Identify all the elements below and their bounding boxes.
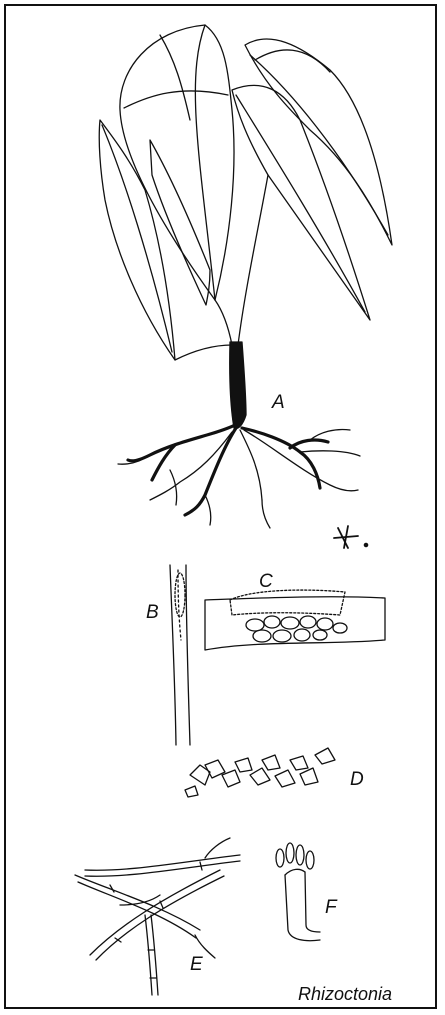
basidium-drawing xyxy=(276,843,320,941)
cell-chain-drawing xyxy=(185,748,335,797)
leaf-round xyxy=(120,25,234,300)
label-f: F xyxy=(325,898,337,917)
label-c: C xyxy=(259,572,273,591)
label-a: A xyxy=(272,393,285,412)
label-d: D xyxy=(350,770,364,789)
artist-signature xyxy=(334,526,367,548)
figure-caption: Rhizoctonia xyxy=(298,985,392,1003)
stem-lesion xyxy=(230,342,246,428)
label-e: E xyxy=(190,955,203,974)
sclerotia-substrate-drawing xyxy=(205,590,385,650)
leaf-left xyxy=(99,120,175,360)
stem-section-drawing xyxy=(170,565,190,745)
leaf-top-right xyxy=(245,39,392,245)
seedling-plant-drawing xyxy=(99,25,392,528)
label-b: B xyxy=(146,603,159,622)
hyphae-drawing xyxy=(75,838,240,995)
